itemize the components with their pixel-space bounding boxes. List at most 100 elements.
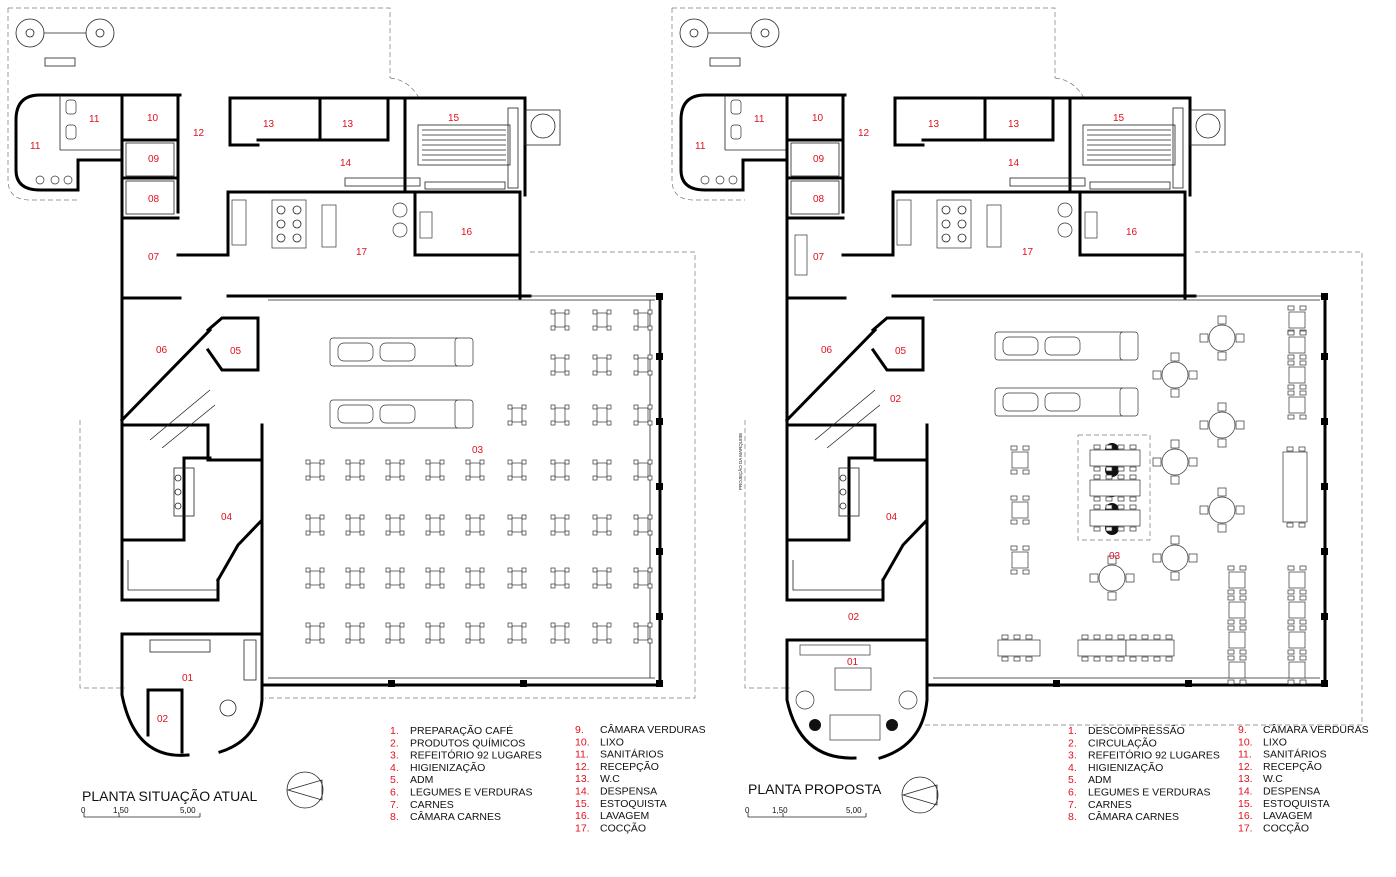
legend-number: 12. <box>575 761 590 773</box>
dining-table <box>1227 655 1247 685</box>
dining-table <box>465 514 485 536</box>
dining-tables-proposta <box>997 305 1308 685</box>
scale-label: 0 <box>745 806 750 815</box>
dining-table <box>425 622 445 644</box>
dining-table <box>550 404 570 426</box>
room-label: 07 <box>148 252 160 263</box>
dining-table <box>425 567 445 589</box>
legend-item: COCÇÃO <box>1263 821 1309 834</box>
room-label: 07 <box>813 252 825 263</box>
legend-number: 7. <box>1068 799 1077 811</box>
legend-number: 11. <box>1238 749 1252 761</box>
legend-number: 1. <box>1068 725 1077 737</box>
legend-number: 10. <box>1238 736 1253 748</box>
scale-label: 5,00 <box>846 806 862 815</box>
round-table <box>1152 352 1198 398</box>
room-label: 04 <box>221 512 233 523</box>
dining-table <box>507 567 527 589</box>
legend-item: REFEITÓRIO 92 LUGARES <box>410 749 542 762</box>
legend-number: 2. <box>1068 737 1077 749</box>
legend-number: 9. <box>575 724 584 736</box>
legend-item: ESTOQUISTA <box>1263 798 1330 810</box>
legend-number: 17. <box>1238 822 1253 834</box>
round-table <box>1152 535 1198 581</box>
dining-table <box>507 459 527 481</box>
dining-table <box>592 514 612 536</box>
dining-table <box>345 514 365 536</box>
legend-item: LEGUMES E VERDURAS <box>1088 787 1211 799</box>
dining-table <box>1010 545 1030 575</box>
legend-item: LEGUMES E VERDURAS <box>410 787 533 799</box>
room-label: 02 <box>890 394 902 405</box>
dining-table <box>592 354 612 376</box>
legend-item: CÂMARA VERDURAS <box>600 723 706 736</box>
dining-table <box>1010 495 1030 525</box>
legend-item: DESPENSA <box>600 786 657 798</box>
long-table <box>1089 504 1141 532</box>
long-table <box>1077 634 1127 662</box>
legend-number: 8. <box>390 811 399 823</box>
room-label: 17 <box>356 247 368 258</box>
legend-item: CIRCULAÇÃO <box>1088 736 1157 749</box>
plan-title: PLANTA PROPOSTA <box>748 781 882 797</box>
legend-item: LIXO <box>600 736 624 748</box>
dining-table <box>345 567 365 589</box>
round-table <box>1152 439 1198 485</box>
room-label: 10 <box>812 113 824 124</box>
legend-item: CÂMARA CARNES <box>410 810 501 823</box>
legend-item: RECEPÇÃO <box>1263 760 1322 773</box>
dining-table <box>592 567 612 589</box>
round-table <box>1089 555 1135 601</box>
legend-item: REFEITÓRIO 92 LUGARES <box>1088 749 1220 762</box>
legend-item: W.C <box>1263 773 1283 785</box>
dining-table <box>633 404 653 426</box>
room-label: 02 <box>157 714 169 725</box>
room-label: 11 <box>695 141 706 152</box>
room-label: 14 <box>1008 158 1020 169</box>
legend-item: DESPENSA <box>1263 786 1320 798</box>
legend-number: 2. <box>390 737 399 749</box>
legend-number: 6. <box>390 787 399 799</box>
dining-table <box>633 309 653 331</box>
dining-table <box>1287 625 1307 655</box>
plan-proposta: PROJEÇÃO DA MARQUISE 01 02 02 03 04 05 0… <box>671 7 1369 834</box>
scale-label: 0 <box>81 806 86 815</box>
dining-table <box>633 514 653 536</box>
room-label: 08 <box>813 194 825 205</box>
dining-table <box>1287 360 1307 390</box>
legend-item: CARNES <box>1088 799 1132 811</box>
legend-number: 4. <box>390 762 399 774</box>
dining-table <box>385 459 405 481</box>
room-label: 04 <box>886 512 898 523</box>
legend-number: 1. <box>390 725 399 737</box>
room-label: 11 <box>30 141 41 152</box>
legend-item: LIXO <box>1263 736 1287 748</box>
room-label: 01 <box>182 673 194 684</box>
scale-label: 1,50 <box>113 806 129 815</box>
legend-number: 3. <box>1068 750 1077 762</box>
dining-table <box>633 622 653 644</box>
legend-item: ADM <box>410 774 433 786</box>
north-arrow-icon <box>286 771 324 809</box>
legend-item: LAVAGEM <box>1263 810 1312 822</box>
dining-table <box>507 514 527 536</box>
legend-item: SANITÁRIOS <box>600 748 664 761</box>
room-label: 15 <box>1113 113 1125 124</box>
round-table <box>1199 315 1245 361</box>
dining-table <box>550 354 570 376</box>
dining-table <box>1010 445 1030 475</box>
dining-table <box>1287 655 1307 685</box>
room-label: 17 <box>1022 247 1034 258</box>
room-label: 12 <box>193 128 205 139</box>
room-label: 01 <box>847 657 859 668</box>
legend-item: LAVAGEM <box>600 810 649 822</box>
room-label: 11 <box>754 114 765 125</box>
room-label: 05 <box>230 346 242 357</box>
legend-number: 3. <box>390 750 399 762</box>
legend-item: COCÇÃO <box>600 821 646 834</box>
room-label: 16 <box>461 227 473 238</box>
legend-item: W.C <box>600 773 620 785</box>
legend-item: RECEPÇÃO <box>600 760 659 773</box>
legend-number: 5. <box>390 774 399 786</box>
legend-number: 14. <box>575 786 590 798</box>
